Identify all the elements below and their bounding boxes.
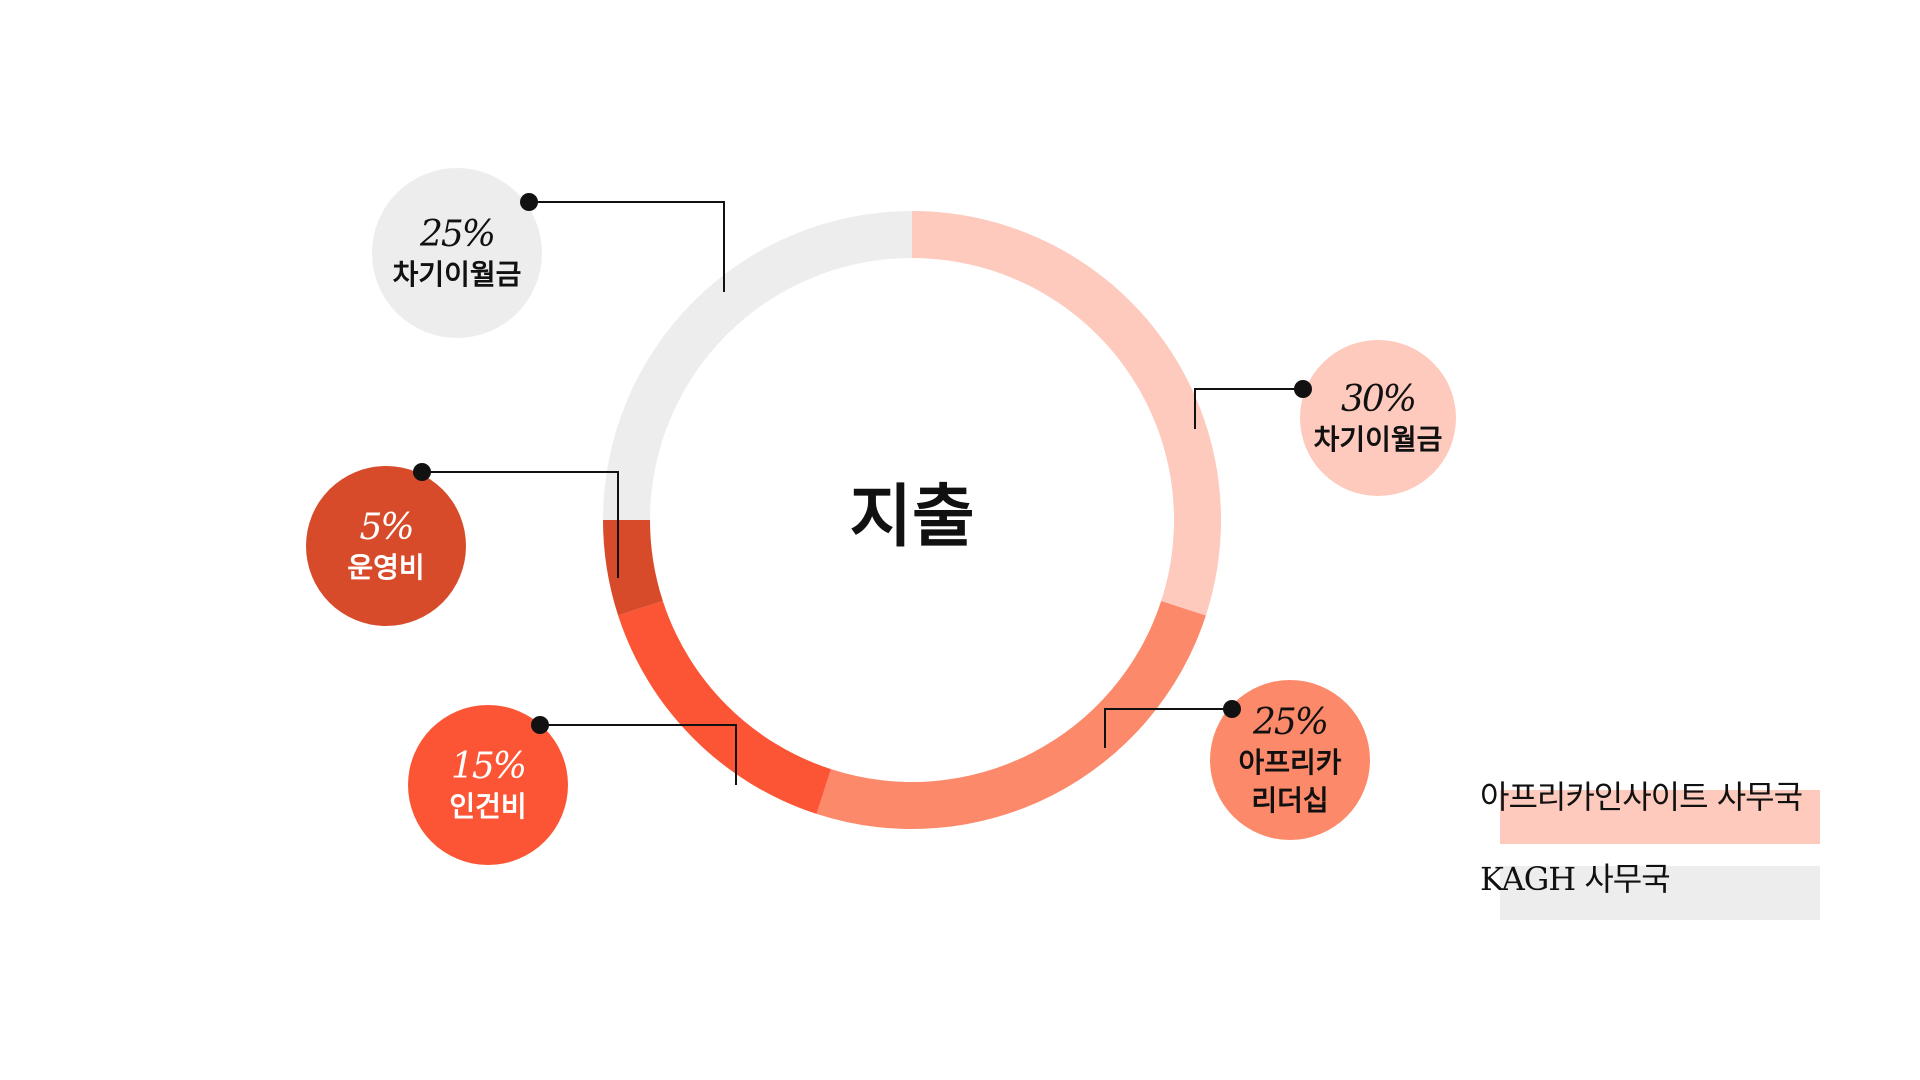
slices-layer — [603, 210, 1222, 829]
slice-category-label-3: 운영비 — [347, 551, 424, 584]
leader-dot-3 — [413, 463, 431, 481]
callout-bubble-1 — [1210, 680, 1370, 840]
slice-value-label-1: 25% — [1252, 702, 1327, 743]
leader-dot-0 — [1294, 380, 1312, 398]
leader-line-4 — [529, 201, 725, 292]
legend-label-africa-insight: 아프리카인사이트 사무국 — [1480, 778, 1803, 816]
leader-lines — [422, 201, 1303, 785]
slice-category-label-1: 리더십 — [1251, 784, 1328, 817]
callout-bubble-2 — [408, 705, 568, 865]
leader-dot-1 — [1223, 700, 1241, 718]
slice-value-label-0: 30% — [1341, 379, 1415, 420]
slice-value-label-2: 15% — [451, 746, 525, 787]
donut-slice-4 — [603, 211, 912, 520]
donut-slice-0 — [912, 210, 1222, 616]
slice-category-label-0: 차기이월금 — [1314, 423, 1443, 456]
leader-line-1 — [1104, 708, 1232, 748]
leader-dot-4 — [520, 193, 538, 211]
donut-slice-2 — [618, 600, 832, 814]
callout-bubble-4 — [372, 168, 542, 338]
leader-dot-2 — [531, 716, 549, 734]
legend-item-africa-insight: 아프리카인사이트 사무국 — [1480, 770, 1820, 850]
leader-line-0 — [1194, 388, 1303, 429]
slice-value-label-3: 5% — [359, 507, 412, 548]
chart-title: 지출 — [849, 478, 974, 557]
legend-swatch-africa-insight — [1500, 790, 1820, 844]
leader-line-3 — [422, 471, 619, 578]
donut-slice-1 — [816, 600, 1206, 829]
callout-bubble-3 — [306, 466, 466, 626]
legend-label-kagh: KAGH 사무국 — [1480, 860, 1671, 898]
donut-slice-3 — [603, 520, 663, 616]
slice-category-label-2: 인건비 — [449, 790, 526, 823]
slice-category-label-1: 아프리카 — [1238, 746, 1341, 779]
slice-value-label-4: 25% — [419, 214, 494, 255]
callout-bubble-0 — [1300, 340, 1456, 496]
leader-line-2 — [540, 724, 737, 785]
legend-item-kagh: KAGH 사무국 — [1480, 852, 1820, 932]
legend-swatch-kagh — [1500, 866, 1820, 920]
slice-category-label-4: 차기이월금 — [393, 258, 522, 291]
